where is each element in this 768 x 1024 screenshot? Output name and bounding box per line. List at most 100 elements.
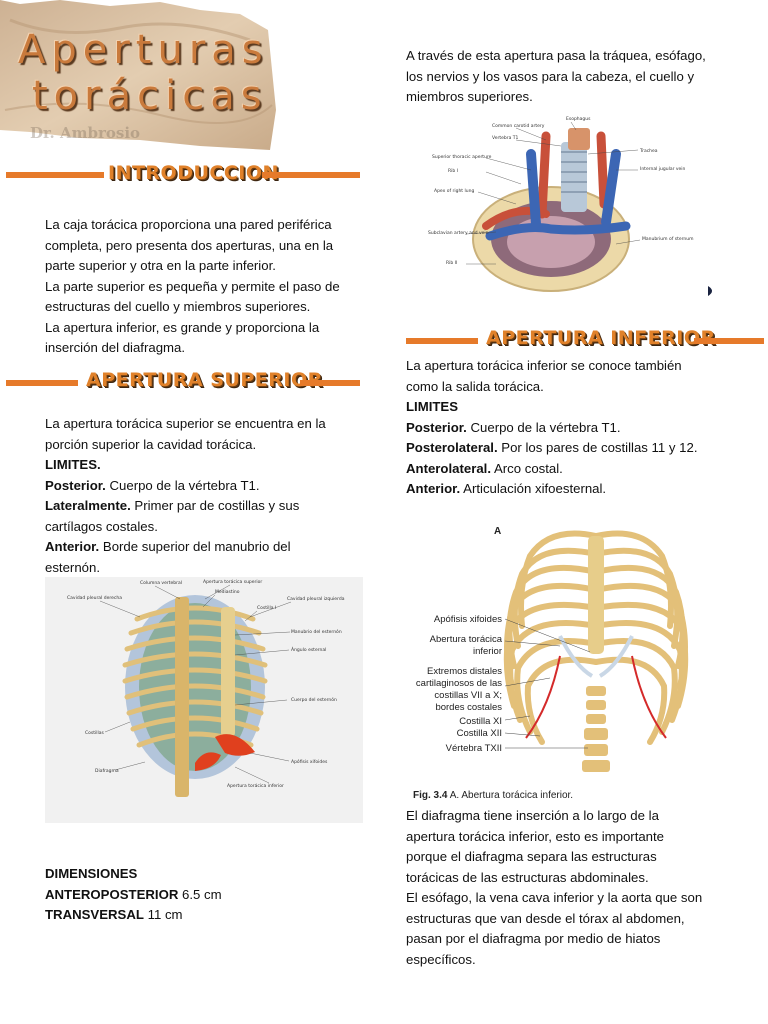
fig2-label-extremos-3: costillas VII a X; bbox=[434, 690, 502, 701]
fig-label-cavidad-der: Cavidad pleural derecha bbox=[67, 595, 122, 601]
fig1-label-subclavian: Subclavian artery and vein bbox=[428, 230, 489, 236]
closing-line: apertura torácica inferior, esto es impo… bbox=[406, 828, 665, 844]
posterolateral-label: Posterolateral. bbox=[406, 440, 498, 455]
intro-line: La apertura inferior, es grande y propor… bbox=[45, 319, 320, 335]
closing-line: El diafragma tiene inserción a lo largo … bbox=[406, 808, 659, 823]
intro-line: inserción del diafragma. bbox=[45, 340, 186, 355]
fig2-label-extremos-2: cartilaginosos de las bbox=[416, 678, 502, 689]
heading-bar-right bbox=[694, 338, 764, 344]
intro-line: La parte superior es pequeña y permite e… bbox=[45, 278, 340, 294]
rib-cage-figure: A bbox=[410, 506, 710, 806]
limits-label: LIMITES bbox=[406, 399, 459, 414]
anterior-text: Articulación xifoesternal. bbox=[460, 481, 607, 496]
heading-bar-left bbox=[406, 338, 478, 344]
fig2-label-extremos-4: bordes costales bbox=[435, 702, 502, 713]
title-line-2: torácicas bbox=[32, 73, 268, 119]
closing-line: específicos. bbox=[406, 951, 476, 967]
fig2-label-costilla-12: Costilla XII bbox=[457, 728, 502, 739]
closing-line: estructuras que van desde el tórax al ab… bbox=[406, 910, 685, 926]
fig-label-xifoides: Apófisis xifoides bbox=[291, 758, 328, 765]
thorax-figure: Columna vertebral Apertura torácica supe… bbox=[45, 577, 363, 823]
right-intro-line: miembros superiores. bbox=[406, 89, 533, 104]
intro-text: La caja torácica proporciona una pared p… bbox=[45, 215, 365, 359]
inferior-line: como la salida torácica. bbox=[406, 378, 544, 394]
closing-line: porque el diafragma separa las estructur… bbox=[406, 849, 657, 864]
fig-label-cavidad-izq: Cavidad pleural izquierda bbox=[287, 596, 345, 602]
heading-bar-left bbox=[6, 380, 78, 386]
fig1-label-manubrium: Manubrium of sternum bbox=[642, 236, 693, 242]
lateral-text: Primer par de costillas y sus bbox=[130, 498, 300, 513]
superior-line: La apertura torácica superior se encuent… bbox=[45, 416, 326, 431]
fig-label-mediastino: Mediastino bbox=[215, 589, 240, 595]
dimensions-title: DIMENSIONES bbox=[45, 866, 138, 881]
fig1-label-aperture: Superior thoracic aperture bbox=[432, 154, 492, 160]
right-intro-line: los nervios y los vasos para la cabeza, … bbox=[406, 68, 695, 84]
title-line-1: Aperturas bbox=[18, 27, 269, 73]
posterior-text: Cuerpo de la vértebra T1. bbox=[105, 477, 260, 493]
title-banner: Aperturas torácicas Dr. Ambrosio bbox=[0, 0, 278, 150]
posterior-label: Posterior. bbox=[45, 477, 106, 493]
fig2-label-costilla-11: Costilla XI bbox=[459, 716, 502, 727]
fig-label-cuerpo: Cuerpo del esternón bbox=[291, 696, 337, 703]
anterolateral-text: Arco costal. bbox=[491, 460, 563, 476]
heading-bar-left bbox=[6, 172, 104, 178]
fig2-label-apertura-1: Abertura torácica bbox=[430, 634, 503, 645]
parchment-background bbox=[0, 0, 276, 150]
fig1-label-jugular: Internal jugular vein bbox=[640, 166, 686, 172]
superior-heading: APERTURA SUPERIOR bbox=[86, 369, 323, 391]
fig1-label-trachea: Trachea bbox=[639, 148, 658, 154]
fig2-label-extremos-1: Extremos distales bbox=[427, 666, 502, 677]
closing-text: El diafragma tiene inserción a lo largo … bbox=[406, 806, 751, 970]
superior-text: La apertura torácica superior se encuent… bbox=[45, 414, 365, 578]
closing-line: pasan por el diafragma por medio de hiat… bbox=[406, 931, 661, 946]
inferior-text: La apertura torácica inferior se conoce … bbox=[406, 356, 751, 500]
fig-label-inferior: Apertura torácica inferior bbox=[227, 782, 284, 789]
thorax-illustration: Columna vertebral Apertura torácica supe… bbox=[67, 578, 345, 797]
caption-text: A. Abertura torácica inferior. bbox=[449, 790, 574, 801]
superior-aperture-figure: Esophagus Common carotid artery Vertebra… bbox=[426, 114, 726, 298]
fig-label-costillas: Costillas bbox=[85, 730, 105, 736]
fig1-label-apex: Apex of right lung bbox=[434, 188, 474, 194]
fig1-label-vertebra: Vertebra T1 bbox=[492, 135, 519, 141]
dimensions: DIMENSIONES ANTEROPOSTERIOR 6.5 cm TRANS… bbox=[45, 864, 365, 926]
fig2-label-xifoides: Apófisis xifoides bbox=[434, 614, 502, 625]
superior-line: porción superior la cavidad torácica. bbox=[45, 436, 257, 452]
intro-line: La caja torácica proporciona una pared p… bbox=[45, 217, 332, 232]
superior-aperture-illustration: Esophagus Common carotid artery Vertebra… bbox=[428, 116, 693, 292]
figure-letter: A bbox=[494, 526, 501, 537]
figure-caption: Fig. 3.4 A. Abertura torácica inferior. bbox=[413, 790, 573, 801]
tr-label: TRANSVERSAL bbox=[45, 907, 144, 922]
tr-value: 11 cm bbox=[143, 907, 183, 922]
anterior-label: Anterior. bbox=[406, 481, 461, 496]
closing-line: El esófago, la vena cava inferior y la a… bbox=[406, 890, 703, 905]
limits-label: LIMITES. bbox=[45, 457, 101, 472]
intro-heading: INTRODUCCION bbox=[108, 162, 279, 184]
lateral-text-2: cartílagos costales. bbox=[45, 518, 158, 534]
right-intro-text: A través de esta apertura pasa la tráque… bbox=[406, 46, 746, 108]
fig1-label-rib2: Rib II bbox=[446, 260, 457, 266]
anterior-text-2: esternón. bbox=[45, 559, 100, 575]
posterolateral-text: Por los pares de costillas 11 y 12. bbox=[497, 440, 698, 455]
anterolateral-label: Anterolateral. bbox=[406, 460, 492, 476]
intro-line: parte superior y otra en la parte inferi… bbox=[45, 258, 276, 273]
fig2-label-apertura-2: inferior bbox=[473, 646, 502, 657]
intro-line: estructuras del cuello y miembros superi… bbox=[45, 299, 311, 314]
fig-label-columna: Columna vertebral bbox=[140, 580, 182, 586]
lateral-label: Lateralmente. bbox=[45, 498, 131, 513]
inferior-heading: APERTURA INFERIOR bbox=[486, 327, 716, 349]
faded-author: Dr. Ambrosio bbox=[30, 124, 141, 142]
ap-value: 6.5 cm bbox=[178, 886, 222, 902]
fig-label-costilla: Costilla I bbox=[257, 605, 276, 611]
fig1-label-esophagus: Esophagus bbox=[566, 116, 591, 122]
fig2-label-vertebra: Vértebra TXII bbox=[446, 743, 502, 754]
fig-label-angulo: Ángulo esternal bbox=[291, 646, 326, 653]
posterior-text: Cuerpo de la vértebra T1. bbox=[466, 419, 621, 435]
caption-figure-number: Fig. 3.4 bbox=[413, 790, 448, 801]
fig-label-manubrio: Manubrio del esternón bbox=[291, 628, 342, 635]
rib-cage-illustration: A bbox=[416, 526, 689, 772]
anterior-label: Anterior. bbox=[45, 539, 100, 554]
posterior-label: Posterior. bbox=[406, 419, 467, 435]
fig-label-diafragma: Diafragma bbox=[95, 768, 119, 774]
inferior-line: La apertura torácica inferior se conoce … bbox=[406, 358, 682, 373]
anterior-text: Borde superior del manubrio del bbox=[99, 539, 291, 554]
